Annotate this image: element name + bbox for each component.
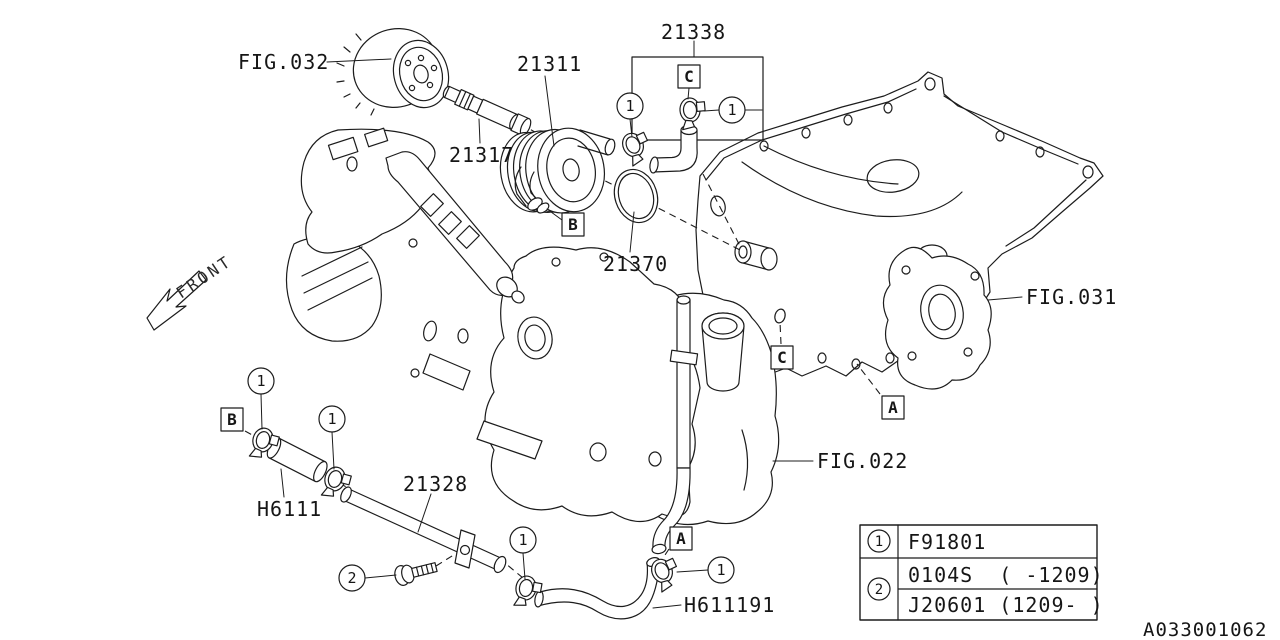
ref-circle-1: 1 <box>518 531 527 549</box>
hose-clamp-icon <box>618 127 656 168</box>
callouts: FIG.032 21311 21338 21317 21370 FIG.031 … <box>238 20 1117 617</box>
ref-circle-1: 1 <box>327 410 336 428</box>
callout-21317: 21317 <box>449 143 514 167</box>
callout-21328: 21328 <box>403 472 468 496</box>
oil-cooler-connector-21317 <box>442 85 532 136</box>
ref-box-c: C <box>777 348 787 367</box>
ref-circle-1: 1 <box>256 372 265 390</box>
callout-21338: 21338 <box>661 20 726 44</box>
oil-cooler-21311 <box>499 127 616 214</box>
ref-box-c: C <box>684 67 694 86</box>
callout-h611191: H611191 <box>684 593 775 617</box>
legend-table: 1 2 F91801 0104S ( -1209) J20601 (1209- … <box>859 524 1104 621</box>
callout-fig032: FIG.032 <box>238 50 329 74</box>
callout-21311: 21311 <box>517 52 582 76</box>
legend-ref-1: 1 <box>875 534 883 550</box>
legend-ref-2: 2 <box>875 582 883 598</box>
callout-21370: 21370 <box>603 252 668 276</box>
water-hose-h611191 <box>512 553 685 620</box>
ref-box-b: B <box>227 410 237 429</box>
pipe-bracket <box>454 529 476 569</box>
callout-h6111: H6111 <box>257 497 322 521</box>
oil-filter <box>336 28 450 116</box>
legend-part-0104s: 0104S ( -1209) <box>908 563 1104 587</box>
ref-circle-1: 1 <box>716 561 725 579</box>
oil-cooler-boss <box>734 240 778 271</box>
front-direction-marker: FRONT <box>146 251 236 331</box>
diagram-id-code: A033001062 <box>1143 619 1267 640</box>
ref-box-a: A <box>676 529 686 548</box>
legend-part-f91801: F91801 <box>908 530 986 554</box>
front-water-pipe <box>651 295 699 555</box>
cooler-bottom-tube <box>514 166 550 214</box>
ref-box-b: B <box>568 215 578 234</box>
ref-circle-1: 1 <box>625 97 634 115</box>
water-hose-h6111 <box>247 425 354 502</box>
legend-part-j20601: J20601 (1209- ) <box>908 593 1104 617</box>
ref-box-a: A <box>888 398 898 417</box>
elbow-hose <box>652 129 698 173</box>
front-label: FRONT <box>173 251 236 302</box>
cooler-top-tube <box>577 129 616 156</box>
ref-circle-2: 2 <box>347 569 356 587</box>
hose-clamp-icon <box>678 96 708 131</box>
ref-number-circles: 1 1 1 1 1 1 2 <box>247 92 763 592</box>
flange-bolt <box>394 562 438 586</box>
water-pipe-21328 <box>340 486 507 574</box>
o-ring-21370 <box>613 168 659 224</box>
timing-cover <box>285 127 701 523</box>
water-pump-housing <box>882 246 992 390</box>
ref-letter-boxes: C C B B A A <box>220 64 905 551</box>
callout-fig031: FIG.031 <box>1026 285 1117 309</box>
callout-fig022: FIG.022 <box>817 449 908 473</box>
front-arrow-icon <box>146 270 207 331</box>
ref-circle-1: 1 <box>727 101 736 119</box>
